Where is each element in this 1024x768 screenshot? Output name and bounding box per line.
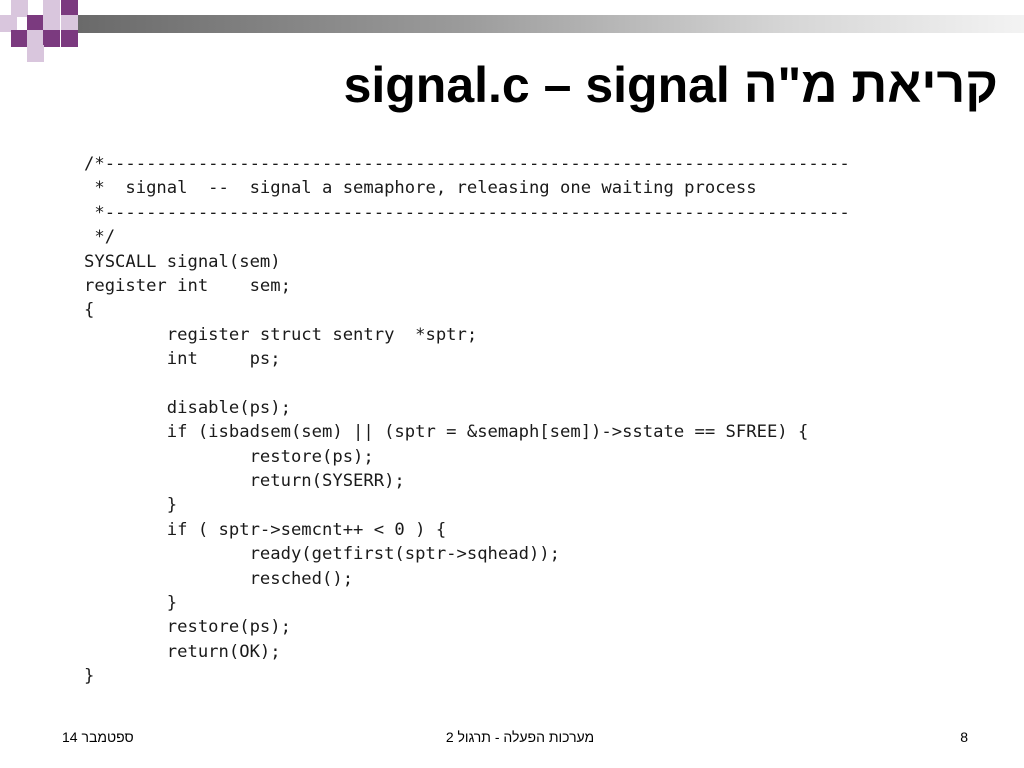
decor-square xyxy=(61,0,78,17)
code-line xyxy=(84,372,914,396)
decor-square xyxy=(0,15,17,32)
slide-title: קריאת מ"ה signal.c – signal xyxy=(343,57,998,113)
code-line: *---------------------------------------… xyxy=(84,202,850,223)
footer-date: ספטמבר 14 xyxy=(62,729,134,745)
code-listing: /*--------------------------------------… xyxy=(84,152,914,689)
code-line: return(OK); xyxy=(84,641,281,662)
decor-square xyxy=(43,0,60,17)
code-line: } xyxy=(84,495,178,516)
decor-square xyxy=(27,45,44,62)
header-gradient-bar xyxy=(78,15,1024,33)
code-line: restore(ps); xyxy=(84,446,374,467)
footer-course-title: מערכות הפעלה - תרגול 2 xyxy=(445,729,595,745)
code-line: resched(); xyxy=(84,568,354,589)
decor-square xyxy=(61,15,78,32)
decor-square xyxy=(11,30,28,47)
decor-square xyxy=(43,30,60,47)
code-line: if ( sptr->semcnt++ < 0 ) { xyxy=(84,519,447,540)
code-line: SYSCALL signal(sem) xyxy=(84,251,281,272)
decor-square xyxy=(61,30,78,47)
decor-square xyxy=(43,15,60,32)
code-line: disable(ps); xyxy=(84,397,291,418)
code-line: int ps; xyxy=(84,349,281,370)
decor-square xyxy=(11,0,28,17)
code-line: } xyxy=(84,666,95,687)
code-line: register int sem; xyxy=(84,275,291,296)
code-line: if (isbadsem(sem) || (sptr = &semaph[sem… xyxy=(84,422,809,443)
code-line: /*--------------------------------------… xyxy=(84,154,850,174)
code-line: ready(getfirst(sptr->sqhead)); xyxy=(84,544,560,565)
code-line: register struct sentry *sptr; xyxy=(84,324,478,345)
decor-square xyxy=(27,30,44,47)
code-line: */ xyxy=(84,227,116,248)
code-line: } xyxy=(84,593,178,614)
slide-number: 8 xyxy=(960,729,968,745)
code-line: * signal -- signal a semaphore, releasin… xyxy=(84,178,757,199)
decor-square xyxy=(27,15,44,32)
code-line: restore(ps); xyxy=(84,617,291,638)
code-line: { xyxy=(84,300,95,321)
code-line: return(SYSERR); xyxy=(84,471,405,492)
